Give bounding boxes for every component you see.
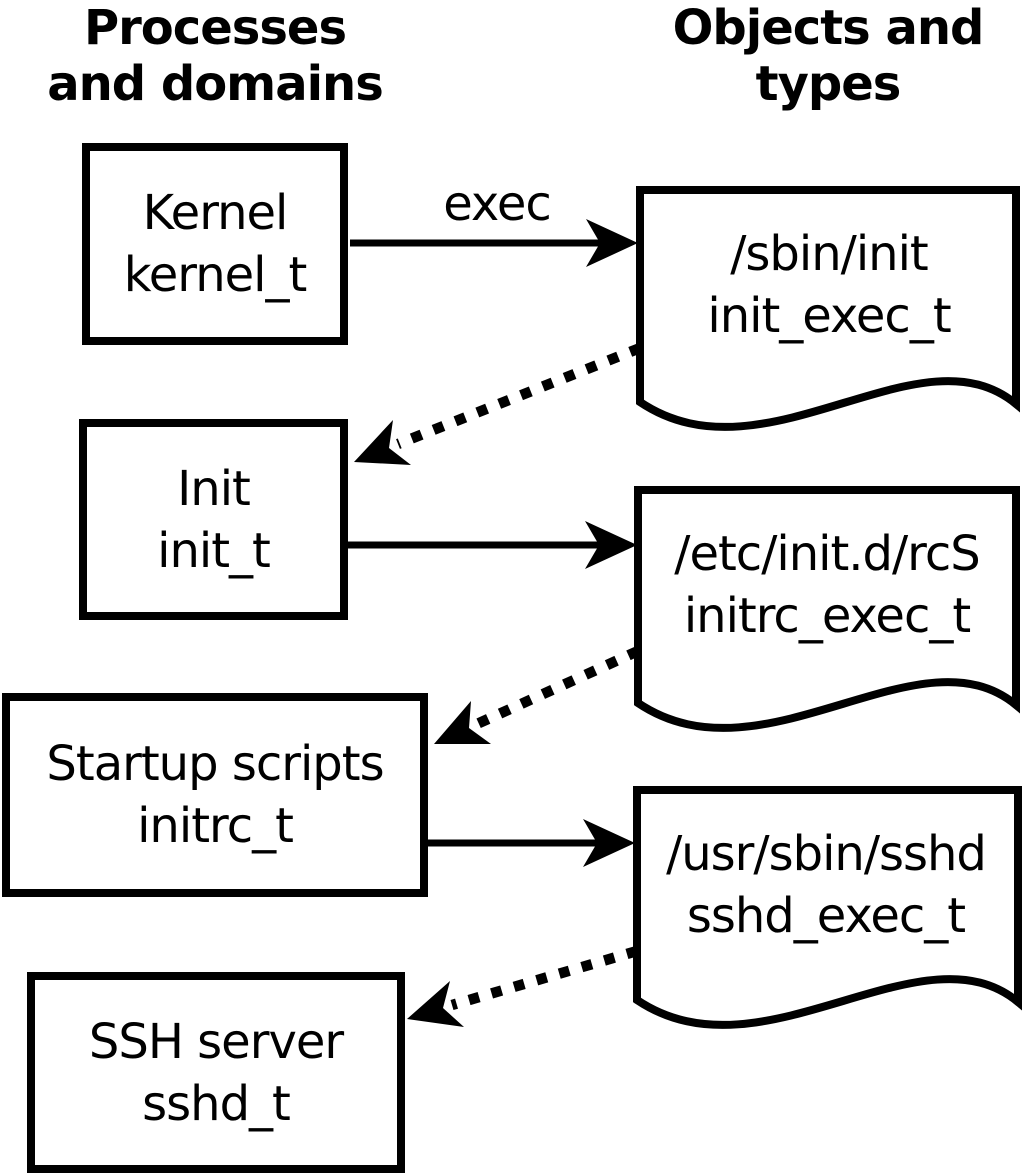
column-header-processes-line2: and domains [47,56,384,112]
object-label-etc-initd-rcs: /etc/init.d/rcS initrc_exec_t [638,492,1016,678]
process-name: Kernel [142,185,289,241]
document-shape-etc-initd-rcs [634,486,1020,732]
process-domain: sshd_t [142,1075,291,1132]
document-shape-usr-sbin-sshd [633,786,1022,1029]
column-header-processes: Processes and domains [0,0,430,112]
dotted-arrow-sbin-init-to-init-arrowhead [354,420,411,465]
column-header-objects-line1: Objects and [672,0,985,56]
process-box-kernel: Kernel kernel_t [82,143,348,345]
solid-arrow-init-to-rcs-arrowhead [585,521,637,569]
object-type: init_exec_t [707,288,951,344]
process-domain: init_t [157,522,271,579]
object-path: /sbin/init [730,226,928,282]
object-type: sshd_exec_t [686,888,966,944]
object-label-sbin-init: /sbin/init init_exec_t [640,192,1018,378]
exec-arrow-label: exec [443,176,552,232]
column-header-processes-line1: Processes [83,0,347,56]
document-shape-sbin-init [636,186,1020,431]
process-domain: kernel_t [123,247,308,303]
object-label-usr-sbin-sshd: /usr/sbin/sshd sshd_exec_t [637,792,1015,978]
object-type: initrc_exec_t [683,588,971,644]
dotted-arrow-sbin-init-to-init [396,343,642,449]
process-box-init: Init init_t [79,419,348,620]
dotted-arrow-rcs-to-startup [474,646,641,729]
process-name: Init [177,460,251,517]
solid-arrow-kernel-to-sbin-init-arrowhead [586,219,638,267]
object-path: /etc/init.d/rcS [674,526,980,582]
dotted-arrow-sshd-to-ssh-server-arrowhead [407,981,464,1027]
solid-arrow-startup-to-sshd-arrowhead [583,819,635,867]
process-name: Startup scripts [46,736,384,792]
dotted-arrow-sshd-to-ssh-server [450,945,639,1011]
dotted-arrow-rcs-to-startup-arrowhead [434,701,491,744]
process-box-startup-scripts: Startup scripts initrc_t [2,693,428,897]
column-header-objects-line2: types [755,56,902,112]
process-box-ssh-server: SSH server sshd_t [27,972,405,1173]
object-path: /usr/sbin/sshd [666,826,987,882]
process-domain: initrc_t [137,798,294,854]
column-header-objects: Objects and types [613,0,1024,112]
process-name: SSH server [88,1013,344,1070]
